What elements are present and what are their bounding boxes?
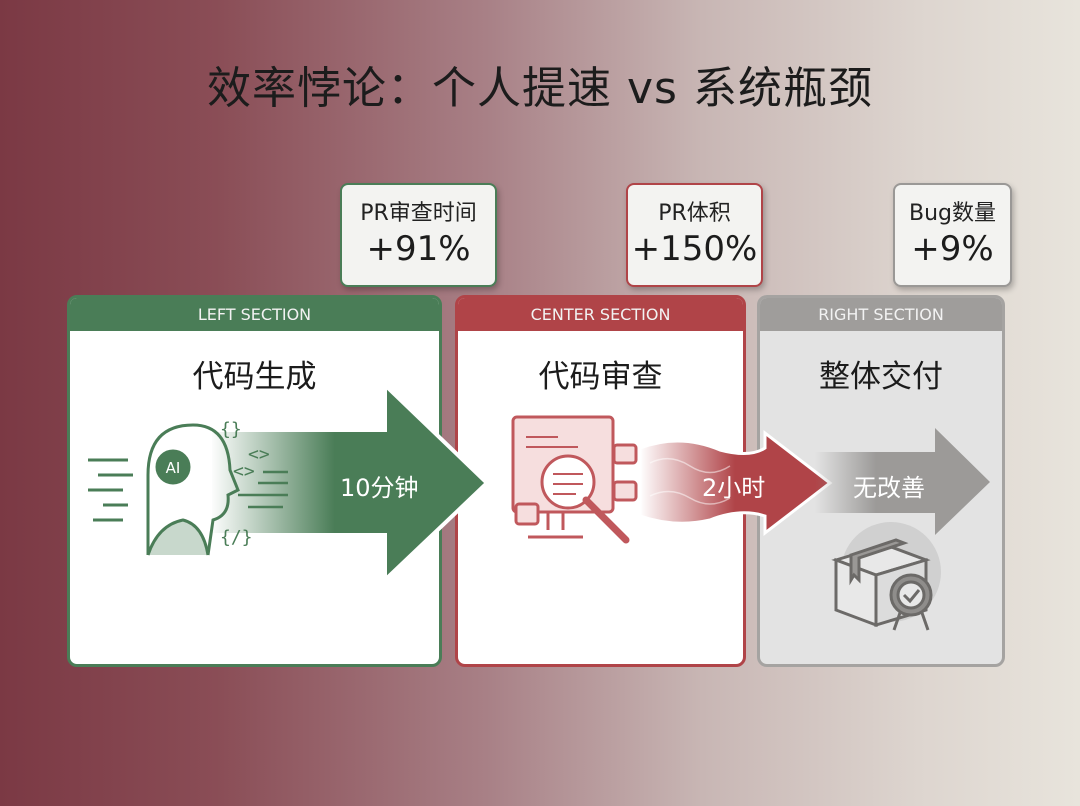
- panel-title: 整体交付: [819, 359, 943, 395]
- panel-header: LEFT SECTION: [70, 298, 439, 331]
- callout-pr-size: PR体积 +150%: [626, 183, 763, 287]
- arrow-label-no-improvement: 无改善: [853, 474, 925, 502]
- panel-title: 代码审查: [538, 359, 663, 395]
- code-review-magnifier-icon: [511, 415, 638, 544]
- svg-text:<>: <>: [233, 461, 255, 482]
- panel-header: CENTER SECTION: [458, 298, 743, 331]
- arrow-label-10min: 10分钟: [340, 474, 419, 502]
- package-badge-icon: [831, 522, 941, 631]
- callout-label: PR审查时间: [360, 201, 477, 226]
- svg-text:{}: {}: [220, 419, 242, 440]
- callout-label: PR体积: [658, 201, 731, 226]
- svg-text:{/}: {/}: [220, 527, 253, 548]
- callout-value: +91%: [366, 229, 471, 269]
- svg-text:AI: AI: [166, 459, 181, 477]
- callout-pr-review-time: PR审查时间 +91%: [340, 183, 497, 287]
- callout-bug-count: Bug数量 +9%: [893, 183, 1012, 287]
- gray-arrow: [815, 428, 990, 535]
- arrow-label-2hours: 2小时: [702, 474, 766, 502]
- callout-label: Bug数量: [908, 201, 996, 226]
- callout-value: +150%: [631, 229, 758, 269]
- svg-text:<>: <>: [248, 444, 270, 465]
- callout-value: +9%: [911, 229, 994, 269]
- panel-header: RIGHT SECTION: [760, 298, 1002, 331]
- panel-title: 代码生成: [192, 359, 317, 395]
- green-arrow: [208, 380, 490, 585]
- ai-robot-head-icon: AI {} <><> {/}: [88, 419, 288, 556]
- page-title: 效率悖论：个人提速 vs 系统瓶颈: [207, 63, 873, 114]
